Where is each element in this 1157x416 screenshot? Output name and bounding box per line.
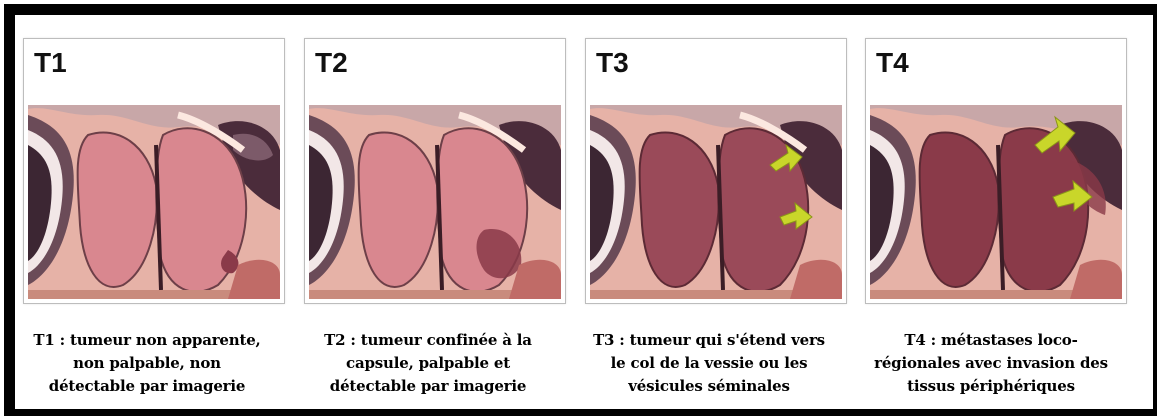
stage-label: T2 xyxy=(315,47,348,79)
caption-line: T3 : tumeur qui s'étend vers xyxy=(575,329,843,352)
caption-line: détectable par imagerie xyxy=(294,375,562,398)
stage-caption-t2: T2 : tumeur confinée à la capsule, palpa… xyxy=(294,329,562,398)
caption-line: détectable par imagerie xyxy=(13,375,281,398)
stage-label: T4 xyxy=(876,47,909,79)
stage-panel-t3: T3 xyxy=(585,38,847,304)
prostate-illustration-t2 xyxy=(309,105,561,299)
stage-label: T1 xyxy=(34,47,67,79)
caption-line: T4 : métastases loco- xyxy=(857,329,1125,352)
stage-panel-t4: T4 xyxy=(865,38,1127,304)
stage-caption-t1: T1 : tumeur non apparente, non palpable,… xyxy=(13,329,281,398)
stage-panel-t1: T1 xyxy=(23,38,285,304)
caption-line: capsule, palpable et xyxy=(294,352,562,375)
caption-line: le col de la vessie ou les xyxy=(575,352,843,375)
stage-panel-t2: T2 xyxy=(304,38,566,304)
prostate-illustration-t3 xyxy=(590,105,842,299)
stage-caption-t4: T4 : métastases loco- régionales avec in… xyxy=(857,329,1125,398)
caption-line: régionales avec invasion des xyxy=(857,352,1125,375)
caption-line: non palpable, non xyxy=(13,352,281,375)
caption-line: T2 : tumeur confinée à la xyxy=(294,329,562,352)
caption-line: vésicules séminales xyxy=(575,375,843,398)
stage-caption-t3: T3 : tumeur qui s'étend vers le col de l… xyxy=(575,329,843,398)
prostate-illustration-t4 xyxy=(870,105,1122,299)
prostate-illustration-t1 xyxy=(28,105,280,299)
caption-line: T1 : tumeur non apparente, xyxy=(13,329,281,352)
caption-line: tissus périphériques xyxy=(857,375,1125,398)
stage-label: T3 xyxy=(596,47,629,79)
